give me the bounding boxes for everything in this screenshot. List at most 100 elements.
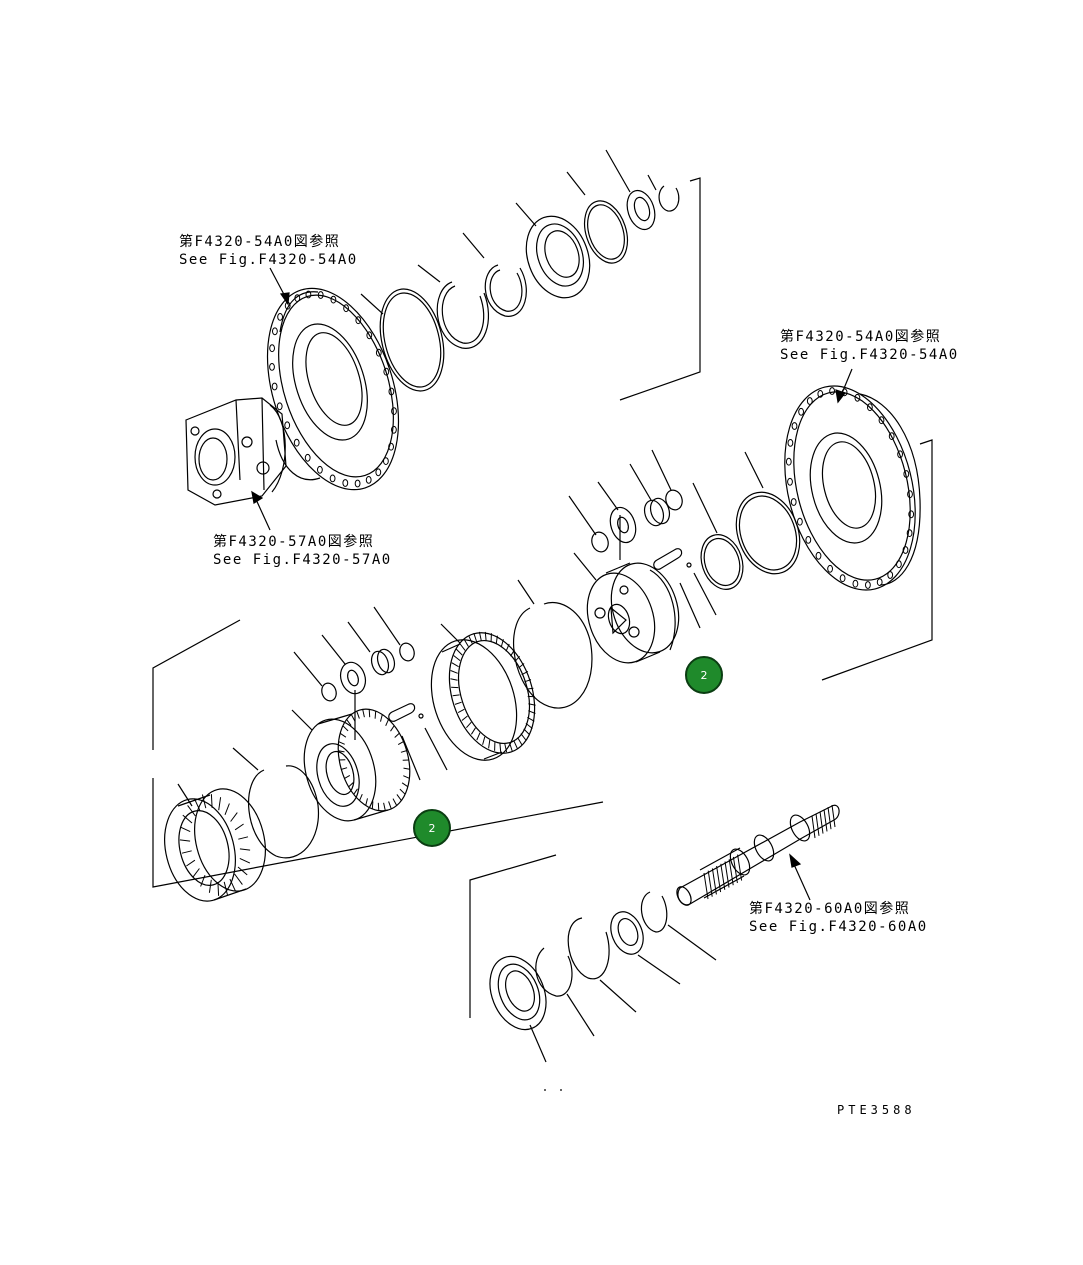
reference-note-en: See Fig.F4320-57A0	[213, 552, 392, 568]
housing-flange-right-bolt-holes	[785, 387, 915, 589]
right-leader-arrows	[835, 368, 853, 404]
bolt-hole	[902, 546, 909, 554]
left-snap-ring	[247, 765, 320, 859]
gear-tooth	[362, 709, 365, 718]
bolt-hole	[342, 479, 349, 487]
gear-tooth	[348, 782, 354, 788]
bolt-hole	[354, 479, 361, 488]
gear-tooth	[396, 794, 402, 801]
gear-tooth	[523, 728, 531, 736]
gear-tooth	[473, 632, 478, 642]
gear-tooth	[350, 714, 356, 722]
lower-leader-lines	[529, 924, 717, 1063]
gear-tooth	[466, 721, 472, 729]
bearing-roller	[224, 803, 230, 815]
gear-tooth	[482, 736, 486, 745]
bolt-hole	[897, 450, 903, 459]
bearing-roller	[179, 826, 191, 833]
gear-tooth	[374, 711, 377, 719]
bolt-hole	[276, 402, 283, 411]
bearing-roller	[192, 868, 200, 878]
bearing-roller	[223, 881, 229, 896]
bearing-roller	[239, 848, 251, 851]
bolt-hole	[317, 291, 324, 299]
planet-gear-right	[609, 506, 637, 544]
gear-tooth	[505, 643, 510, 652]
gear-tooth	[459, 643, 466, 651]
bolt-hole	[388, 387, 395, 396]
bolt-hole	[852, 579, 859, 588]
gear-tooth	[371, 801, 374, 809]
gear-tooth	[520, 733, 527, 741]
shaft-spline	[811, 815, 816, 839]
reference-note-jp: 第F4320-54A0図参照	[179, 234, 341, 250]
gear-tooth	[401, 782, 409, 788]
right-group-frame	[821, 439, 933, 681]
shaft-spline	[724, 861, 730, 888]
bolt-hole	[269, 344, 276, 353]
gear-tooth	[470, 727, 476, 735]
bolt-hole	[284, 421, 291, 430]
bolt-hole	[366, 331, 373, 340]
bearing-roller	[179, 839, 191, 842]
gear-tooth	[392, 798, 398, 806]
bolt-hole	[797, 517, 803, 526]
gear-tooth	[453, 655, 461, 661]
top-leader-arrows	[251, 267, 290, 531]
lower-group-frame	[469, 854, 557, 1018]
gear-tooth	[342, 725, 349, 732]
bearing-roller	[230, 812, 238, 822]
gear-tooth	[478, 631, 482, 641]
callout-badge[interactable]: 2	[413, 809, 451, 847]
lower-bearing	[489, 955, 547, 1031]
bolt-hole	[815, 551, 822, 560]
bearing-roller	[200, 875, 206, 887]
bolt-hole	[908, 510, 915, 519]
gear-tooth	[383, 802, 386, 811]
washer-right-small	[591, 489, 683, 553]
gear-tooth	[468, 635, 473, 644]
right-leader-lines	[568, 449, 764, 629]
reference-note-right: 第F4320-54A0図参照 See Fig.F4320-54A0	[780, 328, 959, 364]
bolt-hole	[798, 407, 804, 416]
right-ring-large	[735, 491, 801, 575]
bolt-hole	[375, 468, 382, 477]
ring-gear-leader	[440, 579, 535, 644]
gear-tooth	[397, 741, 404, 746]
callout-badge[interactable]: 2	[685, 656, 723, 694]
reference-note-carrier: 第F4320-57A0図参照 See Fig.F4320-57A0	[213, 533, 392, 569]
reference-note-jp: 第F4320-57A0図参照	[213, 534, 375, 550]
output-shaft-splines	[703, 804, 836, 900]
gear-tooth	[368, 709, 371, 718]
bolt-hole	[355, 316, 362, 325]
reference-note-en: See Fig.F4320-54A0	[179, 252, 358, 268]
carrier-bracket	[185, 397, 287, 506]
bearing-roller	[182, 814, 193, 824]
gear-tooth	[339, 732, 347, 738]
gear-tooth	[518, 663, 525, 669]
lower-snap-ring-1	[535, 947, 573, 997]
bearing-roller	[234, 873, 243, 885]
bolt-hole	[343, 304, 350, 313]
gear-tooth	[517, 737, 523, 746]
gear-tooth	[455, 648, 463, 656]
gear-tooth	[344, 774, 351, 779]
gear-tooth	[385, 719, 389, 727]
shaft-spline	[732, 856, 738, 883]
planet-carrier-left	[303, 708, 411, 822]
bearing-roller	[187, 805, 196, 817]
bearing-roller	[210, 794, 213, 808]
gear-tooth	[451, 662, 459, 668]
gear-tooth	[508, 742, 513, 752]
bearing-roller	[218, 797, 222, 811]
reference-note-jp: 第F4320-54A0図参照	[780, 329, 942, 345]
top-snap-ring-3	[484, 264, 527, 317]
gear-tooth	[461, 715, 468, 721]
bolt-hole	[878, 416, 885, 425]
gear-tooth	[450, 678, 458, 681]
housing-flange-right	[784, 385, 921, 591]
gear-tooth	[394, 732, 400, 738]
shaft-spline	[716, 866, 722, 893]
top-clip	[658, 185, 680, 212]
